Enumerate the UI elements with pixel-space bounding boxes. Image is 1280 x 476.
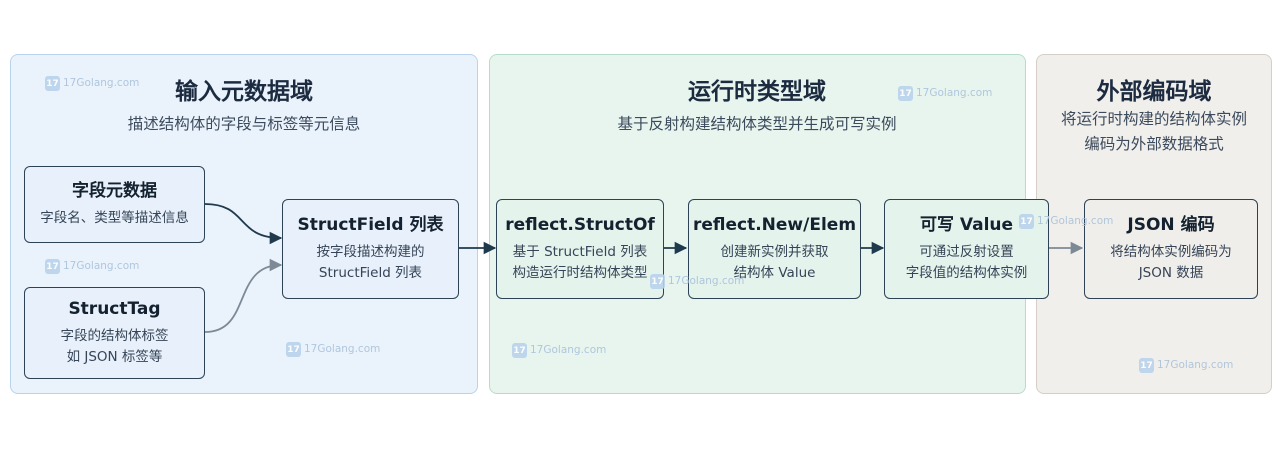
reflect-structof-node: reflect.StructOf 基于 StructField 列表 构造运行时… xyxy=(496,199,664,299)
reflect-structof-title: reflect.StructOf xyxy=(505,215,655,235)
watermark-text: 17Golang.com xyxy=(304,343,381,355)
reflect-structof-desc-line2: 构造运行时结构体类型 xyxy=(512,265,648,281)
field-metadata-node: 字段元数据 字段名、类型等描述信息 xyxy=(24,166,205,243)
output-domain-subtitle-line2: 编码为外部数据格式 xyxy=(1084,135,1224,153)
runtime-domain-title: 运行时类型域 xyxy=(688,79,826,105)
reflect-new-elem-desc-line2: 结构体 Value xyxy=(733,265,816,281)
watermark-logo-icon: 17 xyxy=(1019,214,1034,229)
reflect-new-elem-node: reflect.New/Elem 创建新实例并获取 结构体 Value xyxy=(688,199,861,299)
json-encode-title: JSON 编码 xyxy=(1127,215,1215,235)
watermark-logo-icon: 17 xyxy=(650,274,665,289)
struct-tag-title: StructTag xyxy=(68,299,161,319)
struct-field-list-desc-line1: 按字段描述构建的 xyxy=(316,244,425,260)
watermark-text: 17Golang.com xyxy=(63,260,140,272)
writable-value-desc-line2: 字段值的结构体实例 xyxy=(905,265,1028,281)
json-encode-desc-line2: JSON 数据 xyxy=(1138,265,1204,281)
watermark-logo-icon: 17 xyxy=(512,343,527,358)
watermark-logo-icon: 17 xyxy=(898,86,913,101)
reflect-new-elem-desc-line1: 创建新实例并获取 xyxy=(720,244,829,260)
struct-tag-desc-line2: 如 JSON 标签等 xyxy=(66,349,163,365)
output-domain-subtitle-line1: 将运行时构建的结构体实例 xyxy=(1060,110,1248,128)
watermark-text: 17Golang.com xyxy=(1037,215,1114,227)
json-encode-node: JSON 编码 将结构体实例编码为 JSON 数据 xyxy=(1084,199,1258,299)
runtime-domain-subtitle: 基于反射构建结构体类型并生成可写实例 xyxy=(617,115,897,133)
field-metadata-desc: 字段名、类型等描述信息 xyxy=(40,210,189,226)
watermark-text: 17Golang.com xyxy=(1157,359,1234,371)
struct-field-list-node: StructField 列表 按字段描述构建的 StructField 列表 xyxy=(282,199,459,299)
watermark: 17 17Golang.com xyxy=(512,343,606,358)
watermark-logo-icon: 17 xyxy=(45,76,60,91)
watermark: 17 17Golang.com xyxy=(286,342,380,357)
struct-field-list-desc-line2: StructField 列表 xyxy=(318,265,423,281)
watermark: 17 17Golang.com xyxy=(45,76,139,91)
watermark: 17 17Golang.com xyxy=(1139,358,1233,373)
struct-tag-node: StructTag 字段的结构体标签 如 JSON 标签等 xyxy=(24,287,205,379)
reflect-new-elem-title: reflect.New/Elem xyxy=(692,215,857,235)
watermark: 17 17Golang.com xyxy=(45,259,139,274)
watermark-text: 17Golang.com xyxy=(916,87,993,99)
watermark: 17 17Golang.com xyxy=(898,86,992,101)
watermark-logo-icon: 17 xyxy=(45,259,60,274)
output-domain-title: 外部编码域 xyxy=(1096,79,1212,105)
writable-value-desc-line1: 可通过反射设置 xyxy=(919,244,1014,260)
struct-field-list-title: StructField 列表 xyxy=(297,215,444,235)
watermark-text: 17Golang.com xyxy=(63,77,140,89)
reflect-structof-desc-line1: 基于 StructField 列表 xyxy=(512,244,648,260)
watermark-text: 17Golang.com xyxy=(668,275,745,287)
json-encode-desc-line1: 将结构体实例编码为 xyxy=(1110,244,1232,260)
watermark: 17 17Golang.com xyxy=(650,274,744,289)
field-metadata-title: 字段元数据 xyxy=(72,181,157,201)
watermark-text: 17Golang.com xyxy=(530,344,607,356)
watermark-logo-icon: 17 xyxy=(1139,358,1154,373)
writable-value-title: 可写 Value xyxy=(919,215,1014,235)
watermark: 17 17Golang.com xyxy=(1019,214,1113,229)
input-domain-title: 输入元数据域 xyxy=(175,79,313,105)
watermark-logo-icon: 17 xyxy=(286,342,301,357)
struct-tag-desc-line1: 字段的结构体标签 xyxy=(60,328,169,344)
input-domain-subtitle: 描述结构体的字段与标签等元信息 xyxy=(127,115,361,133)
